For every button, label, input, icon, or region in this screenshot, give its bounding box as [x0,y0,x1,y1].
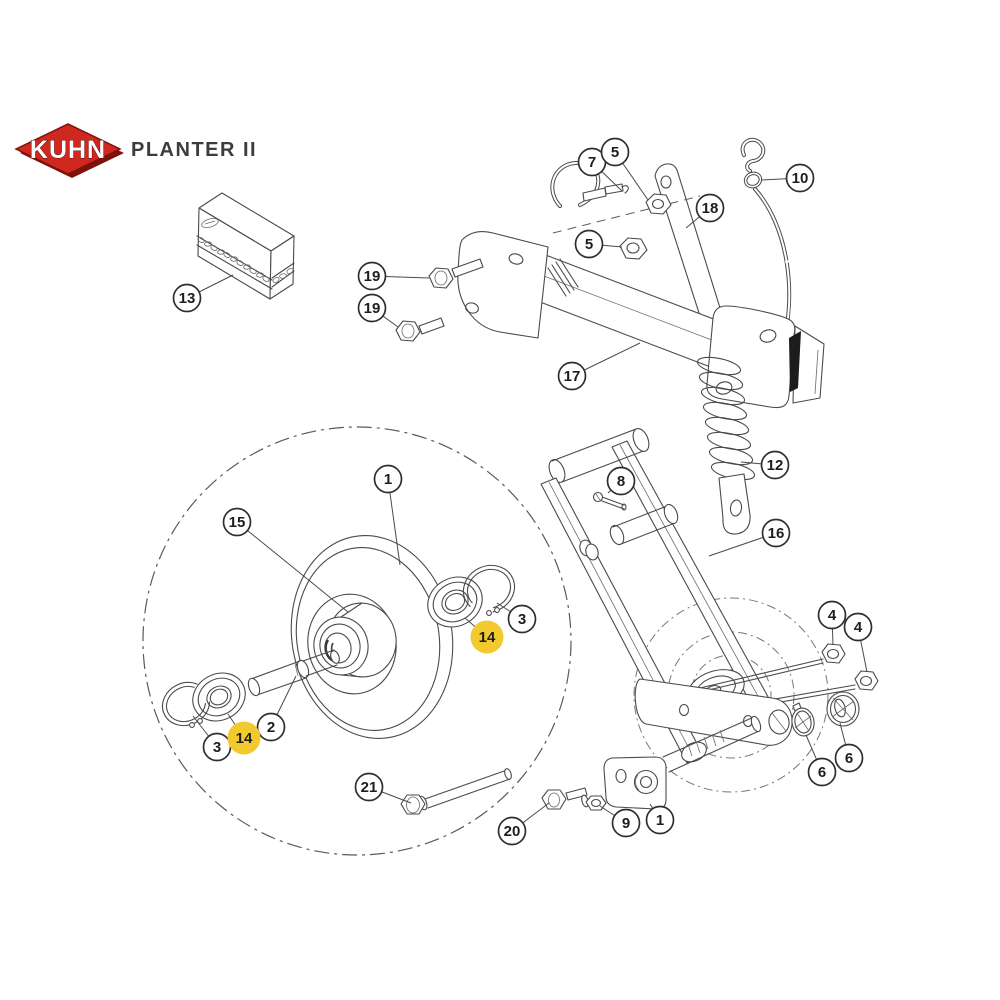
callout-19: 19 [359,263,386,290]
callout-highlighted-14: 14 [470,620,504,654]
hex-nut-upper [646,194,671,214]
gauge-wheel-detail [155,523,522,814]
callout-20: 20 [499,818,526,845]
svg-text:14: 14 [236,730,253,747]
callout-6: 6 [809,759,836,786]
coil-spring [696,354,756,534]
hex-bolt-19b [396,318,444,341]
callout-12: 12 [762,452,789,479]
detail-circle [143,427,571,855]
svg-text:19: 19 [364,268,381,285]
product-line-title: PLANTER II [131,139,258,161]
callout-8: 8 [608,468,635,495]
svg-text:4: 4 [854,619,863,636]
callout-3: 3 [509,606,536,633]
callout-21: 21 [356,774,383,801]
svg-text:21: 21 [361,779,378,796]
box-logo-mark [201,217,220,229]
svg-text:19: 19 [364,300,381,317]
callout-19: 19 [359,295,386,322]
callout-13: 13 [174,285,201,312]
callout-highlighted-14: 14 [227,721,261,755]
callout-17: 17 [559,363,586,390]
callout-5: 5 [576,231,603,258]
svg-text:5: 5 [585,236,593,253]
kuhn-logo: KUHN [12,120,124,182]
svg-text:2: 2 [267,719,275,736]
logo-diamond [14,123,122,175]
logo-text: KUHN [30,136,106,164]
axle-bracket [542,715,762,810]
callout-4: 4 [819,602,846,629]
callout-5: 5 [602,139,629,166]
hex-bolt-19a [429,259,483,288]
callout-2: 2 [258,714,285,741]
svg-text:20: 20 [504,823,521,840]
callout-leader-15 [237,522,348,612]
callout-9: 9 [613,810,640,837]
svg-text:18: 18 [702,200,719,217]
parts-box [197,193,294,299]
svg-text:3: 3 [518,611,526,628]
callout-18: 18 [697,195,724,222]
callout-leader-1 [388,479,400,565]
hex-nut-lower [620,238,647,259]
svg-text:6: 6 [818,764,826,781]
box-chain-pattern [197,236,294,283]
callout-16: 16 [763,520,790,547]
lower-linkage [635,644,878,745]
rear-mount-plate [707,306,824,408]
svg-text:17: 17 [564,368,581,385]
svg-text:14: 14 [479,629,496,646]
front-mount-plate [458,232,548,338]
callout-4: 4 [845,614,872,641]
svg-text:3: 3 [213,739,221,756]
callout-10: 10 [787,165,814,192]
pin-part8 [594,493,627,511]
svg-text:9: 9 [622,815,630,832]
svg-text:1: 1 [384,471,392,488]
callout-1: 1 [375,466,402,493]
svg-text:13: 13 [179,290,196,307]
callout-6: 6 [836,745,863,772]
rubber-wedge [789,331,801,392]
svg-text:4: 4 [828,607,837,624]
svg-text:15: 15 [229,514,246,531]
callout-1: 1 [647,807,674,834]
svg-text:16: 16 [768,525,785,542]
svg-text:5: 5 [611,144,619,161]
callout-15: 15 [224,509,251,536]
callout-3: 3 [204,734,231,761]
svg-text:10: 10 [792,170,809,187]
svg-text:6: 6 [845,750,853,767]
svg-text:8: 8 [617,473,625,490]
svg-text:1: 1 [656,812,664,829]
svg-text:12: 12 [767,457,784,474]
svg-text:7: 7 [588,154,596,171]
